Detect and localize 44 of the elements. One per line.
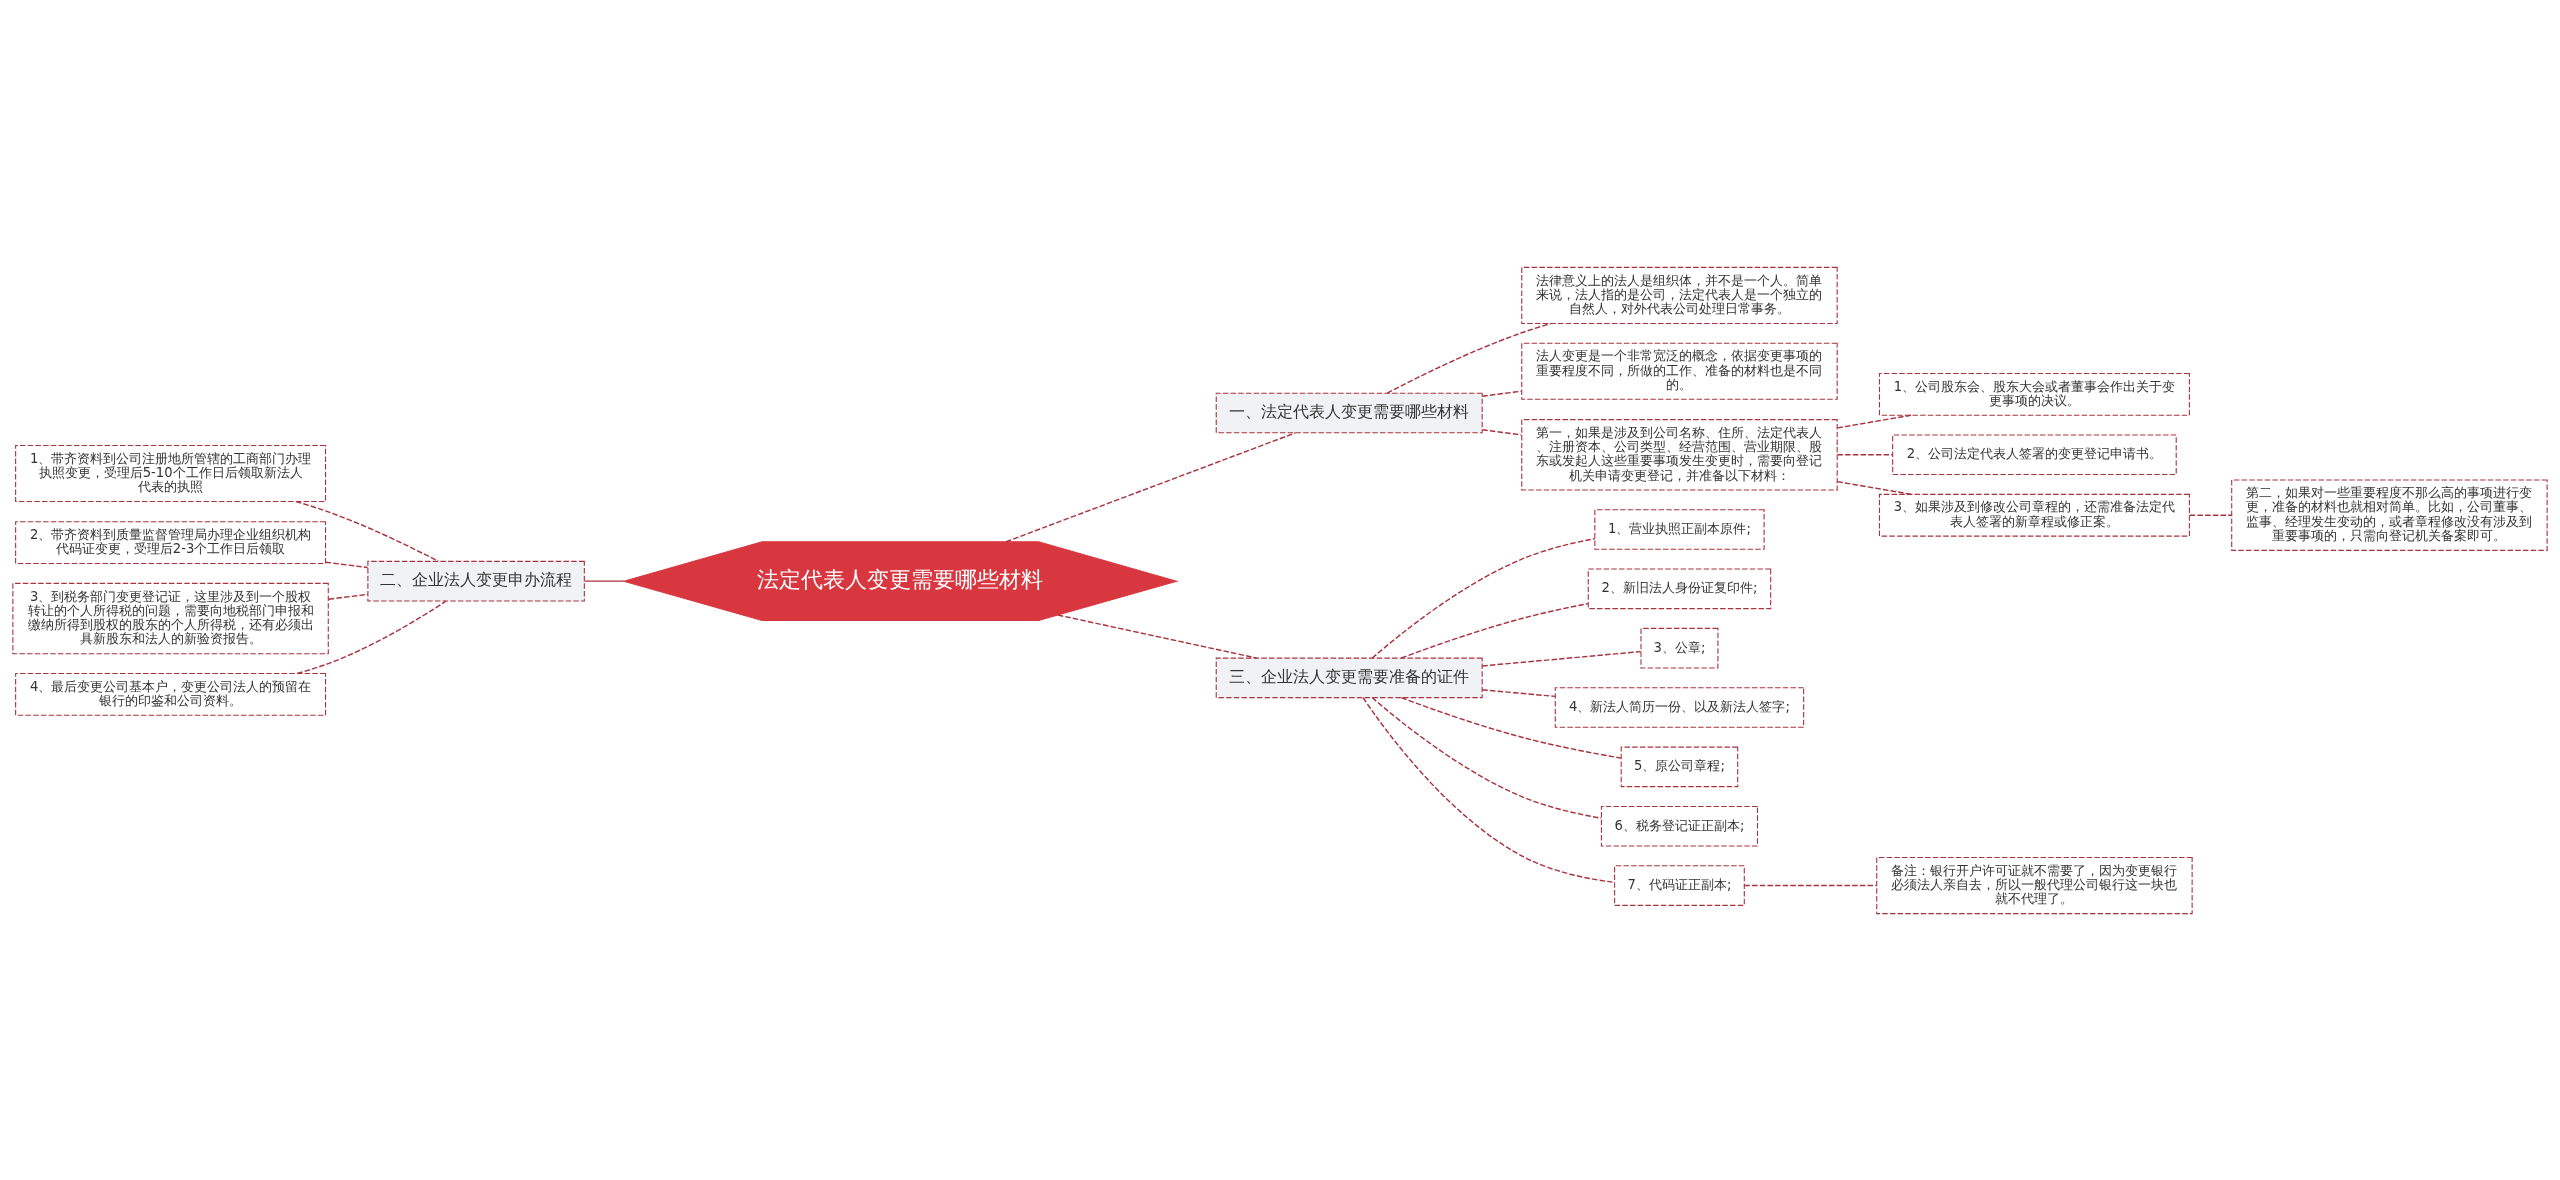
connector: [1005, 431, 1297, 542]
node-box: 二、企业法人变更申办流程: [367, 560, 585, 601]
connector: [1836, 414, 1913, 429]
connector: [324, 561, 369, 568]
connector: [295, 500, 439, 562]
node-box: 1、带齐资料到公司注册地所管辖的工商部门办理执照变更，受理后5-10个工作日后领取新法人代表的执照: [15, 444, 327, 502]
node-box: 3、如果涉及到修改公司章程的，还需准备法定代表人签署的新章程或修正案。: [1878, 493, 2190, 537]
connector: [584, 579, 625, 582]
node-box: 4、新法人简历一份、以及新法人签字;: [1554, 686, 1805, 728]
node-box: 3、公章;: [1640, 627, 1719, 669]
node-box: 1、营业执照正副本原件;: [1594, 508, 1765, 550]
node-box: 3、到税务部门变更登记证，这里涉及到一个股权转让的个人所得税的问题，需要向地税部门申报和缴纳所得到股权的股东的个人所得税，还有必须出具新股东和法人的新验资报告。: [12, 582, 329, 654]
connector: [296, 599, 447, 674]
node-box: 6、税务登记证正副本;: [1600, 805, 1759, 847]
connector: [1481, 650, 1642, 667]
connector: [1362, 696, 1616, 883]
connector: [1836, 453, 1894, 455]
node-box: 三、企业法人变更需要准备的证件: [1215, 657, 1483, 698]
connector: [1386, 322, 1552, 394]
connector: [1481, 390, 1522, 397]
connector: [1481, 428, 1522, 435]
node-box: 2、带齐资料到质量监督管理局办理企业组织机构代码证变更，受理后2-3个工作日后领取: [15, 520, 327, 564]
connector: [2189, 514, 2233, 516]
node-box: 一、法定代表人变更需要哪些材料: [1215, 392, 1483, 433]
node-box: 第二，如果对一些重要程度不那么高的事项进行变更，准备的材料也就相对简单。比如，公司董事、监事、经理发生变动的，或者章程修改没有涉及到重要事项的，只需向登记机关备案即可。: [2231, 479, 2548, 551]
connector: [1836, 480, 1913, 495]
node-box: 法律意义上的法人是组织体，并不是一个人。简单来说，法人指的是公司，法定代表人是一个独立的自然人，对外代表公司处理日常事务。: [1521, 266, 1838, 324]
node-box: 5、原公司章程;: [1620, 746, 1739, 787]
node-box: 1、公司股东会、股东大会或者董事会作出关于变更事项的决议。: [1878, 372, 2190, 416]
connector: [327, 593, 369, 600]
node-box: 7、代码证正副本;: [1614, 864, 1745, 906]
node-box: 备注：银行开户许可证就不需要了，因为变更银行必须法人亲自去，所以一般代理公司银行这一块也就不代理了。: [1876, 856, 2193, 914]
node-box: 2、公司法定代表人签署的变更登记申请书。: [1892, 433, 2177, 475]
connector: [1057, 613, 1258, 659]
node-box: 第一，如果是涉及到公司名称、住所、法定代表人、注册资本、公司类型、经营范围、营业期限、股东或发起人这些重要事项发生变更时，需要向登记机关申请变更登记，并准备以下材料：: [1521, 418, 1838, 490]
node-box: 法人变更是一个非常宽泛的概念，依据变更事项的重要程度不同，所做的工作、准备的材料也是不同的。: [1521, 342, 1838, 400]
node-box: 2、新旧法人身份证复印件;: [1587, 568, 1772, 609]
connector: [1371, 537, 1596, 659]
connector: [1400, 602, 1589, 659]
connector: [1481, 688, 1556, 697]
node-box: 4、最后变更公司基本户，变更公司法人的预留在银行的印鉴和公司资料。: [15, 672, 327, 716]
connector: [1371, 696, 1602, 819]
connector: [1743, 884, 1878, 886]
connector: [1400, 696, 1622, 759]
